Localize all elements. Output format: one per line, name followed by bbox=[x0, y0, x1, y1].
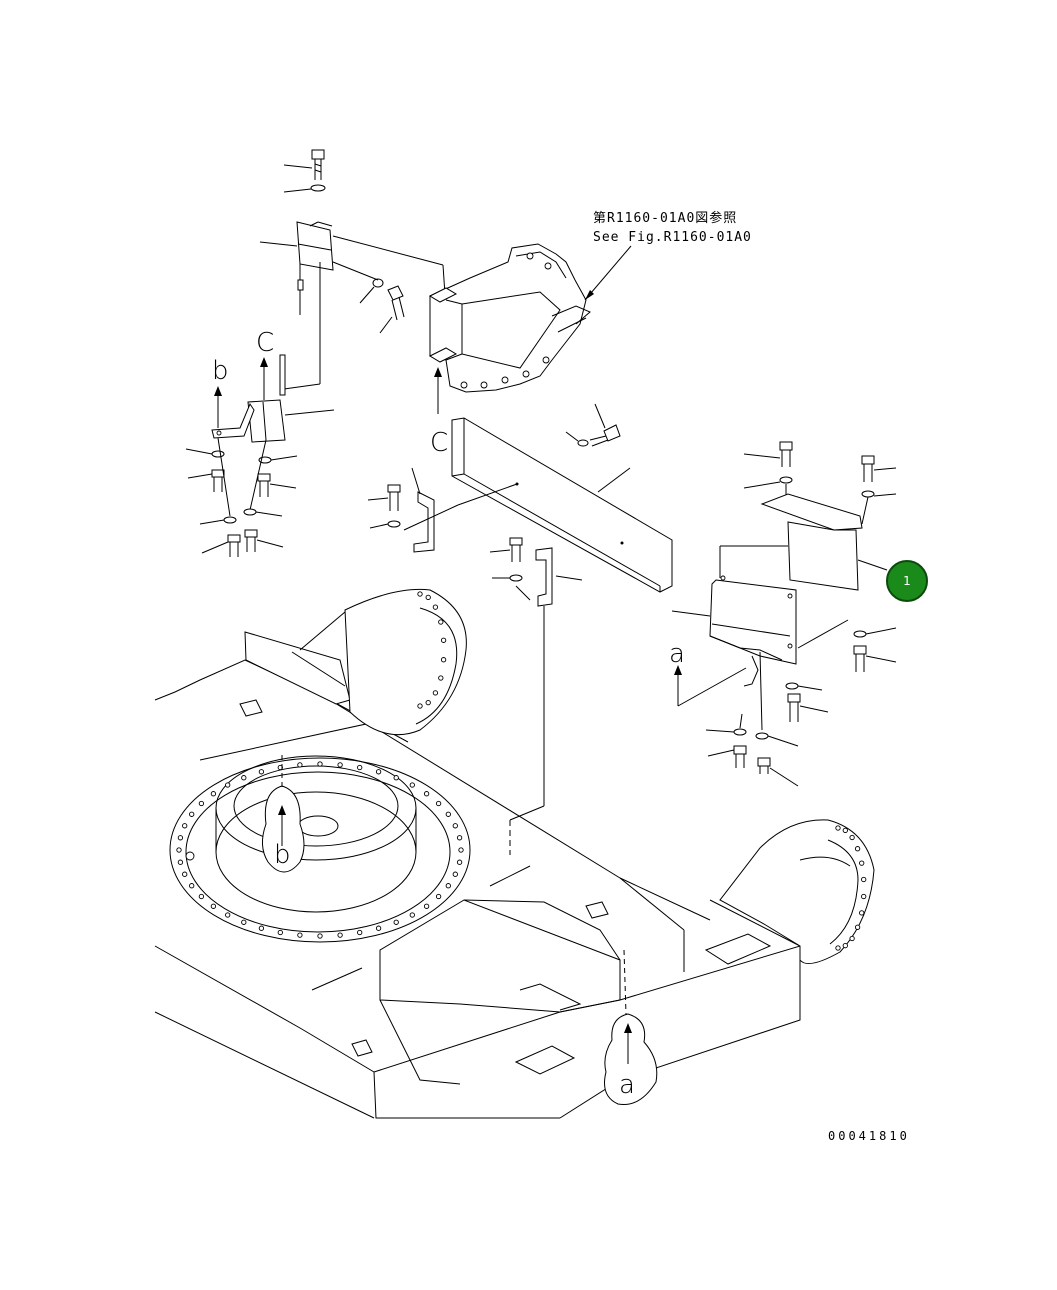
cover-assembly-reference bbox=[428, 243, 632, 414]
bolt-hole bbox=[438, 619, 444, 625]
reference-note-jp: 第R1160-01A0図参照 bbox=[593, 211, 738, 226]
view-label-b-frame: b bbox=[274, 840, 291, 870]
bolt-hole bbox=[225, 782, 231, 788]
bolt-hole bbox=[297, 932, 303, 938]
bolt-hole bbox=[425, 594, 431, 601]
bolt-hole bbox=[297, 762, 303, 768]
bolt-hole bbox=[176, 847, 182, 853]
bolt-hole bbox=[317, 933, 323, 939]
bolt-hole bbox=[210, 791, 217, 797]
bolt-hole bbox=[417, 591, 423, 597]
bolt-hole bbox=[317, 761, 323, 767]
bolt-hole bbox=[189, 883, 195, 889]
bolt-hole bbox=[458, 847, 464, 853]
part-callout-number: 1 bbox=[903, 574, 911, 588]
drawing-code: 00041810 bbox=[828, 1129, 910, 1143]
bolt-hole bbox=[375, 769, 382, 775]
bolt-hole bbox=[277, 929, 283, 936]
view-label-a-frame: a bbox=[619, 1070, 635, 1100]
bolt-hole bbox=[423, 903, 430, 909]
bolt-hole bbox=[241, 919, 247, 925]
bolt-hole bbox=[198, 893, 205, 900]
bearing-bolt-holes bbox=[176, 761, 464, 939]
bolt-hole bbox=[445, 811, 451, 817]
bolt-hole bbox=[861, 876, 867, 883]
reference-note-en: See Fig.R1160-01A0 bbox=[593, 230, 752, 245]
bolt-hole bbox=[417, 703, 423, 709]
bolt-hole bbox=[456, 859, 463, 865]
bolt-hole bbox=[445, 883, 451, 889]
bolt-hole bbox=[423, 791, 430, 797]
bolt-hole bbox=[357, 764, 363, 771]
bolt-hole bbox=[393, 919, 399, 925]
bolt-hole bbox=[854, 924, 861, 930]
bolt-hole bbox=[177, 835, 184, 841]
bolt-hole bbox=[393, 775, 399, 781]
revolving-frame bbox=[154, 588, 875, 1119]
bolt-hole bbox=[835, 825, 841, 831]
right-cover-group bbox=[671, 441, 897, 787]
upper-left-bracket-group bbox=[185, 149, 446, 557]
bolt-hole bbox=[435, 800, 442, 807]
frame-bolt-holes bbox=[417, 591, 447, 709]
bolt-hole bbox=[375, 925, 382, 931]
bolt-hole bbox=[859, 860, 865, 866]
bolt-hole bbox=[849, 834, 855, 841]
view-label-b-upper: b bbox=[212, 356, 229, 386]
bolt-hole bbox=[842, 942, 848, 949]
bolt-hole bbox=[849, 935, 855, 942]
bolt-hole bbox=[258, 925, 265, 931]
view-label-c-lower: C bbox=[430, 428, 449, 458]
bolt-hole bbox=[337, 932, 343, 938]
bolt-hole bbox=[435, 893, 442, 900]
bolt-hole bbox=[258, 769, 265, 775]
bolt-hole bbox=[177, 859, 184, 865]
bolt-hole bbox=[440, 637, 447, 643]
bolt-hole bbox=[182, 823, 188, 829]
bolt-hole bbox=[854, 846, 861, 852]
view-label-a-right: a bbox=[669, 639, 685, 669]
bolt-hole bbox=[835, 945, 841, 951]
bolt-hole bbox=[182, 871, 188, 877]
bolt-hole bbox=[189, 811, 195, 817]
crossbeam-group bbox=[367, 403, 673, 855]
bolt-hole bbox=[241, 775, 247, 781]
bolt-hole bbox=[842, 827, 848, 834]
bolt-hole bbox=[409, 912, 415, 918]
bolt-hole bbox=[198, 800, 205, 807]
bolt-hole bbox=[432, 604, 439, 610]
bolt-hole bbox=[861, 893, 867, 900]
bolt-hole bbox=[357, 929, 363, 936]
bolt-hole bbox=[210, 903, 217, 909]
bolt-hole bbox=[432, 690, 439, 696]
bolt-hole bbox=[425, 699, 431, 706]
part-callout-1[interactable]: 1 bbox=[886, 560, 928, 602]
bolt-hole bbox=[452, 823, 458, 829]
bolt-hole bbox=[859, 910, 865, 916]
bolt-hole bbox=[452, 871, 458, 877]
bolt-hole bbox=[438, 675, 444, 681]
boom-boss-bolt-holes bbox=[835, 825, 867, 951]
bolt-hole bbox=[409, 782, 415, 788]
view-label-c-upper: C bbox=[256, 328, 275, 358]
bolt-hole bbox=[337, 762, 343, 768]
bolt-hole bbox=[225, 912, 231, 918]
bolt-hole bbox=[440, 657, 447, 663]
bolt-hole bbox=[456, 835, 463, 841]
